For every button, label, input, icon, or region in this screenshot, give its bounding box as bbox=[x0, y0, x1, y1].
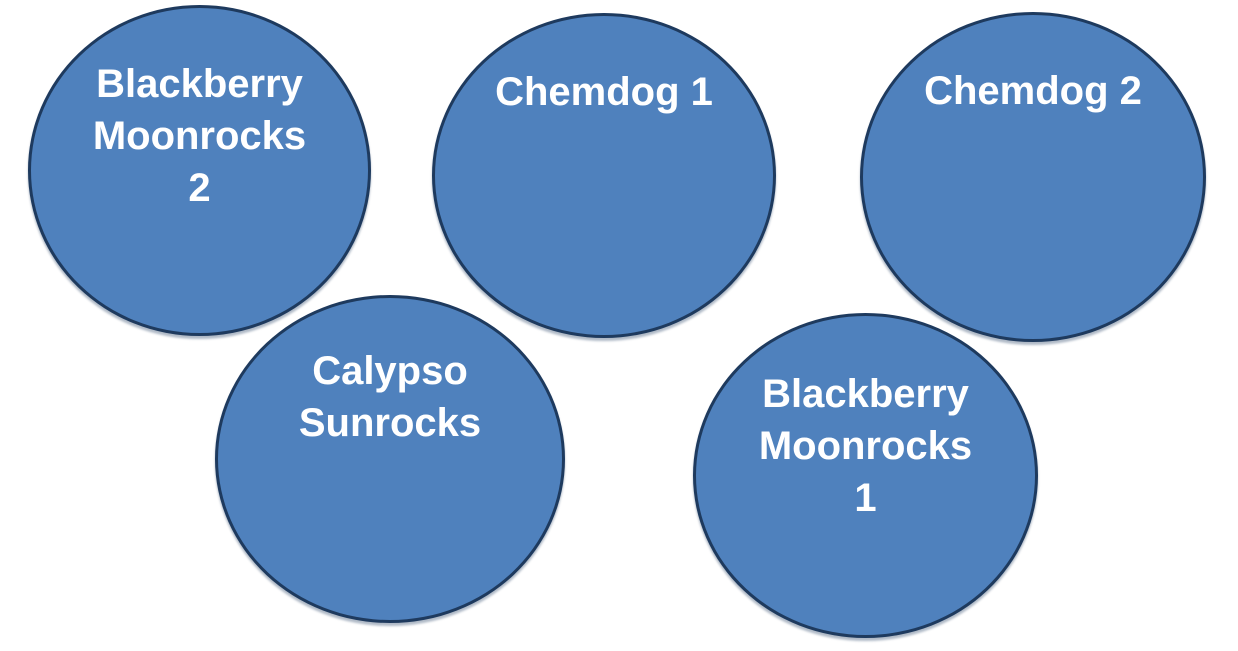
label-line: Chemdog 2 bbox=[924, 69, 1142, 113]
label-line: Blackberry bbox=[96, 62, 303, 106]
circle-chemdog-1[interactable]: Chemdog 1 bbox=[432, 13, 776, 338]
label-line: Chemdog 1 bbox=[495, 70, 713, 114]
label-line: Calypso bbox=[312, 349, 468, 393]
circle-label: Blackberry Moonrocks 2 bbox=[31, 8, 368, 214]
label-line: Moonrocks bbox=[92, 114, 307, 158]
label-line: Sunrocks bbox=[298, 401, 482, 445]
label-line: 1 bbox=[854, 476, 877, 520]
circle-chemdog-2[interactable]: Chemdog 2 bbox=[860, 12, 1206, 342]
circle-label: Chemdog 1 bbox=[435, 16, 773, 118]
circle-blackberry-moonrocks-1[interactable]: Blackberry Moonrocks 1 bbox=[693, 313, 1038, 638]
circle-blackberry-moonrocks-2[interactable]: Blackberry Moonrocks 2 bbox=[28, 5, 371, 336]
label-line: Moonrocks bbox=[758, 424, 973, 468]
label-line: 2 bbox=[188, 166, 211, 210]
circle-calypso-sunrocks[interactable]: Calypso Sunrocks bbox=[215, 295, 565, 623]
circle-label: Calypso Sunrocks bbox=[218, 298, 562, 449]
label-line: Blackberry bbox=[762, 372, 969, 416]
circle-label: Blackberry Moonrocks 1 bbox=[696, 316, 1035, 524]
circle-label: Chemdog 2 bbox=[863, 15, 1203, 117]
